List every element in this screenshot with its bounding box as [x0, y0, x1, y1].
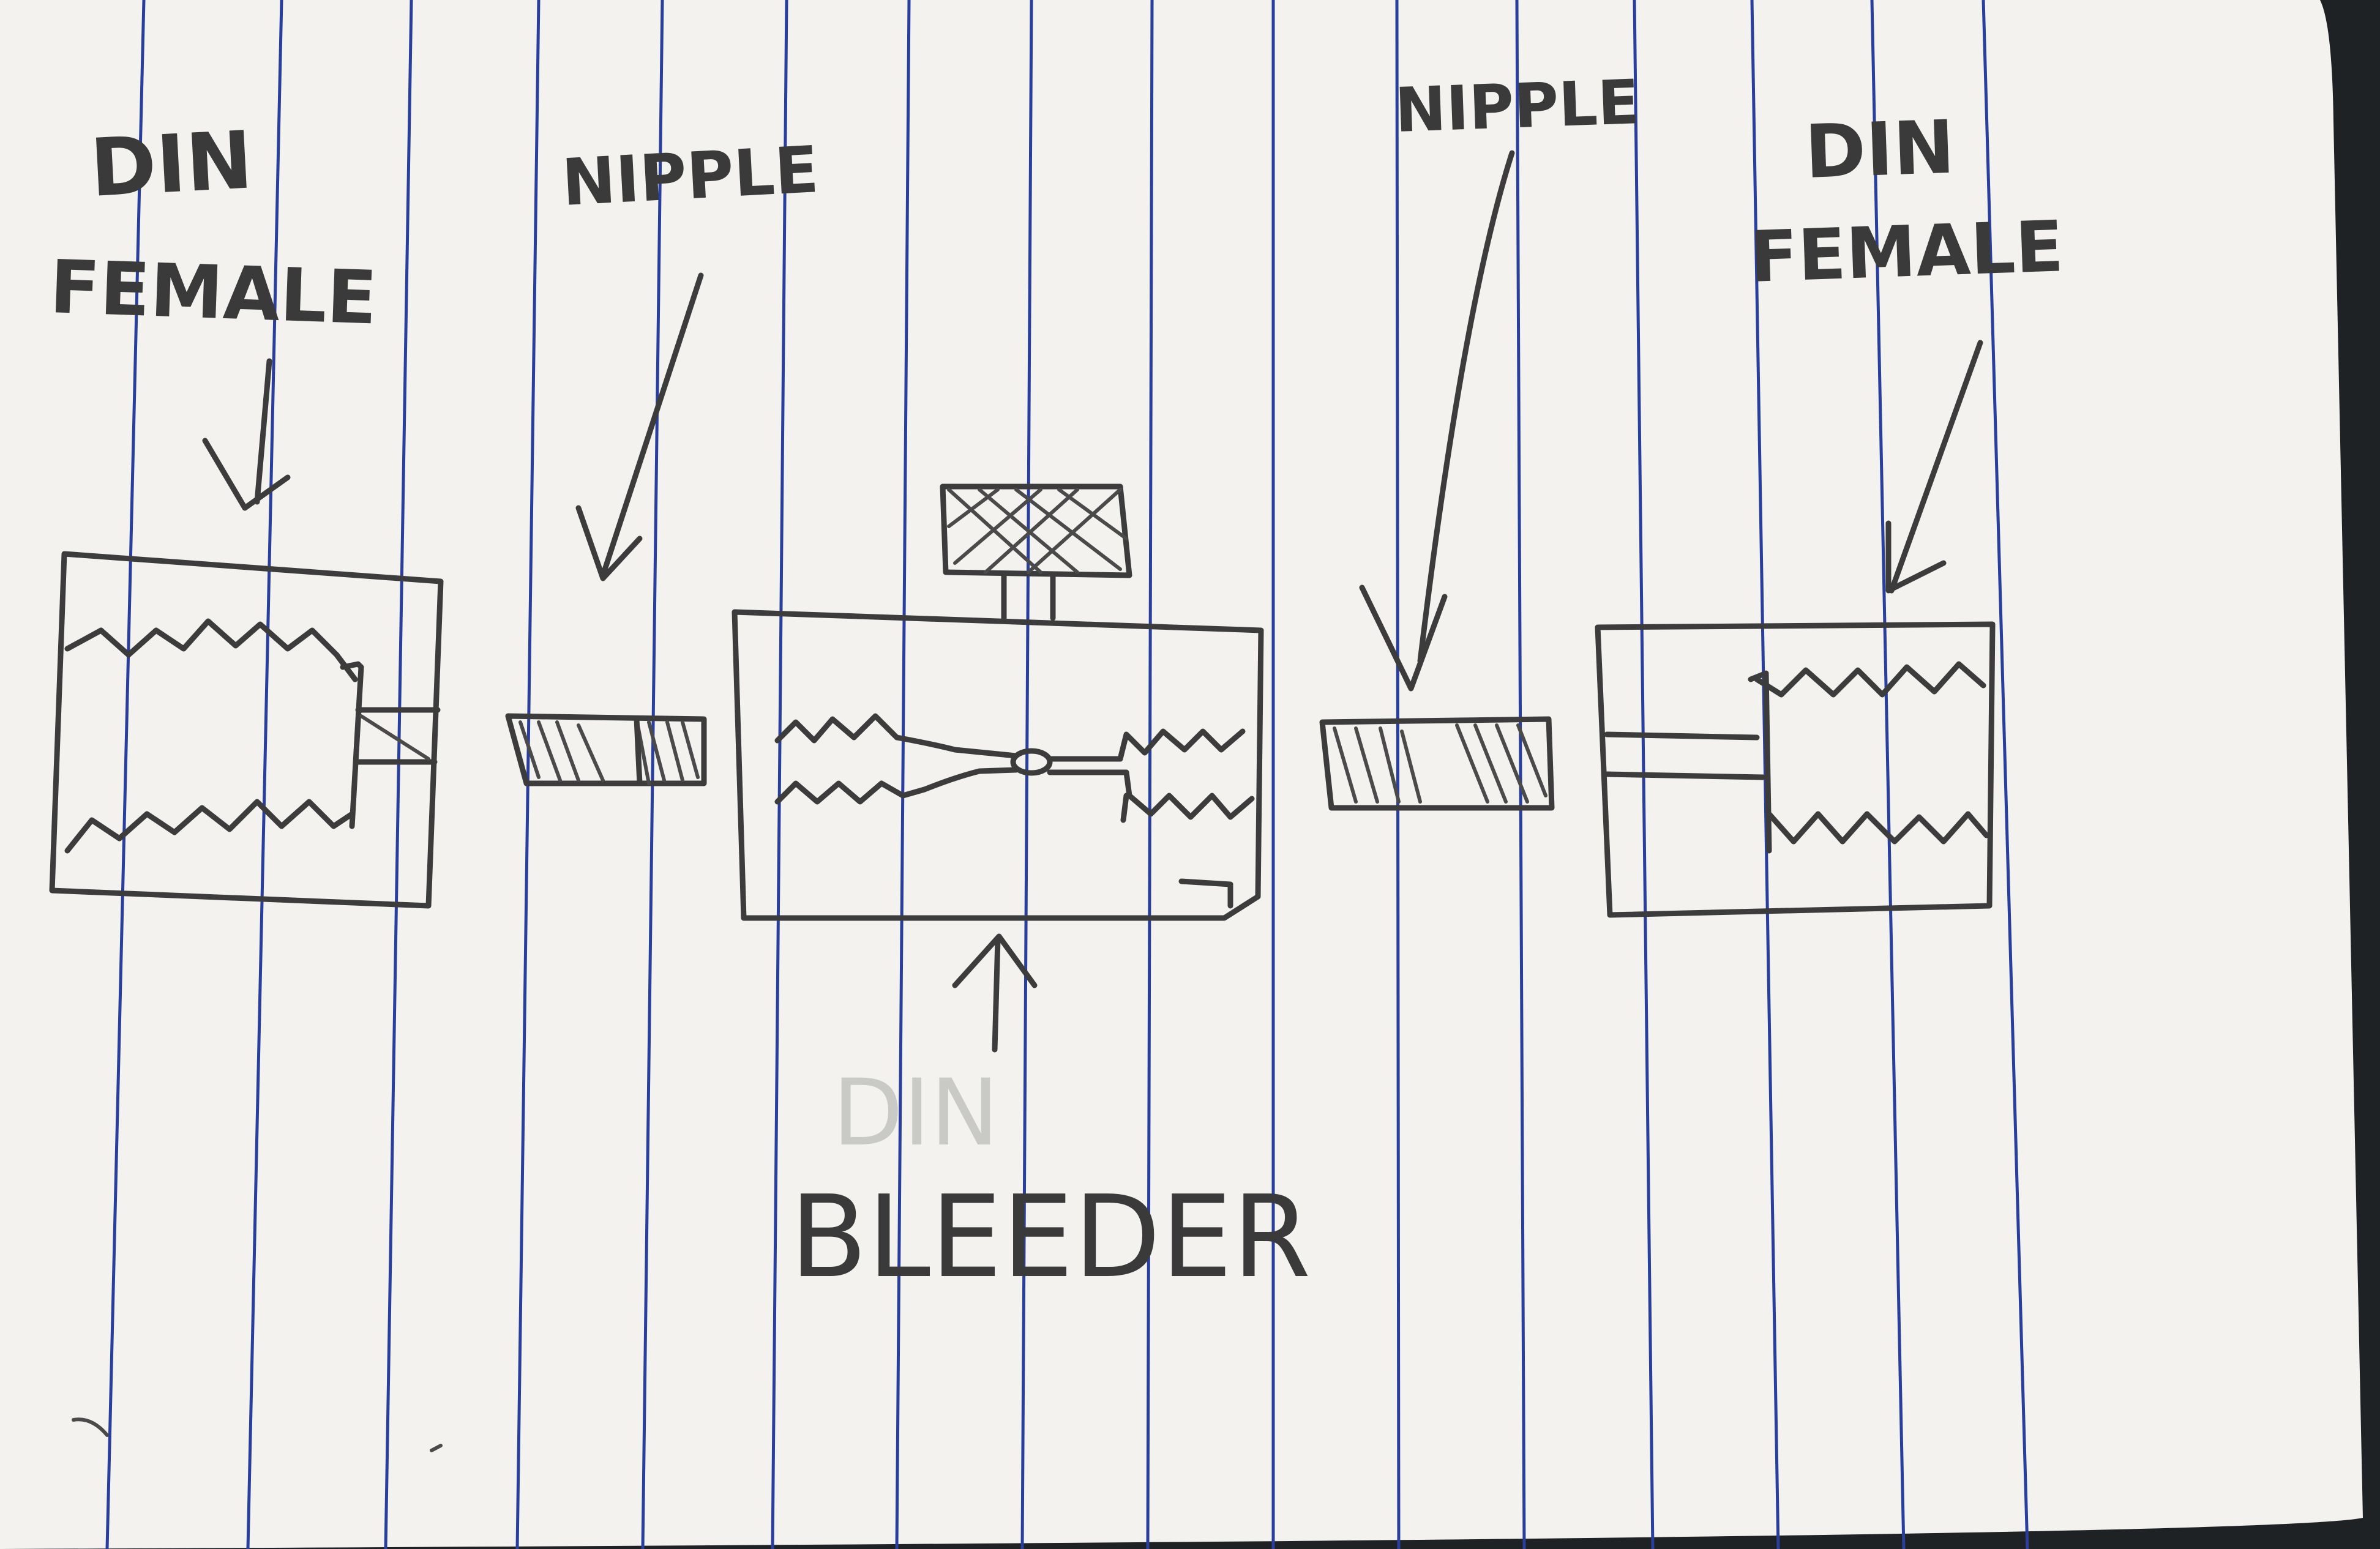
label-left-female: FEMALE [48, 245, 378, 342]
ruled-lines [105, 0, 2029, 1549]
label-right-female: FEMALE [1748, 206, 2065, 299]
label-center-bleeder: BLEEDER [790, 1171, 1311, 1303]
stray-mark [430, 1444, 443, 1452]
arrow-left-nipple [575, 272, 704, 581]
label-right-din: DIN [1803, 105, 1956, 195]
left-din-female-fitting [49, 551, 444, 909]
label-right-nipple: NIPPLE [1394, 66, 1641, 146]
label-left-din: DIN [88, 113, 255, 215]
arrow-right-din-female [1885, 340, 1983, 594]
arrow-left-din-female [202, 358, 291, 511]
left-nipple-fitting [505, 713, 707, 786]
din-bleeder-fitting [732, 483, 1264, 921]
stray-mark [72, 1417, 109, 1437]
right-nipple-fitting [1319, 716, 1555, 811]
label-left-nipple: NIPPLE [560, 132, 820, 220]
arrow-right-nipple [1359, 150, 1515, 692]
arrow-bleeder [952, 933, 1038, 1053]
label-center-din-faint: DIN [833, 1060, 999, 1166]
right-din-female-fitting [1595, 621, 1996, 918]
